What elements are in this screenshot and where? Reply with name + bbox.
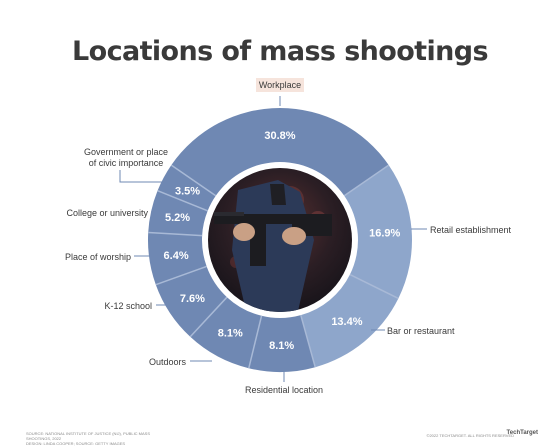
source-note: SOURCE: NATIONAL INSTITUTE OF JUSTICE (N… [26,431,176,446]
category-label-bar-or-restaurant: Bar or restaurant [387,326,455,336]
category-label-k-12-school: K-12 school [104,301,152,311]
slice-government-or-place-of-civic-importance [157,165,216,211]
slice-divider [343,164,390,197]
category-label-retail-establishment: Retail establishment [430,225,512,235]
techtarget-logo: TechTarget [506,430,538,436]
highlight-box [256,78,304,92]
value-label-government-or-place-of-civic-importance: 3.5% [175,185,200,197]
slice-divider [300,314,316,368]
slice-divider [170,164,217,197]
value-label-outdoors: 8.1% [218,327,243,339]
category-label-workplace: Workplace [259,80,301,90]
slice-divider [148,231,203,237]
design-credit-line: DESIGN: LINDA COOPER; SOURCE: GETTY IMAG… [26,441,126,446]
slice-retail-establishment [344,165,412,299]
rifle-photo [208,168,352,312]
chart-title: Locations of mass shootings [72,36,489,67]
slice-divider [248,315,263,369]
category-label-government-or-place-of-civic-importance: Government or place [84,147,168,157]
value-label-bar-or-restaurant: 13.4% [331,316,362,328]
category-label-college-or-university: College or university [66,208,148,218]
value-label-retail-establishment: 16.9% [369,227,400,239]
slice-divider [189,296,228,338]
source-line: SOURCE: NATIONAL INSTITUTE OF JUSTICE (N… [26,431,151,441]
slice-bar-or-restaurant [300,274,399,368]
copyright-note: ©2022 TECHTARGET. ALL RIGHTS RESERVED [426,433,515,438]
category-label-government-or-place-of-civic-importance: of civic importance [89,158,164,168]
slice-residential-location [248,315,316,372]
leader-line [119,170,168,183]
slice-outdoors [190,297,262,369]
category-label-residential-location: Residential location [245,385,323,395]
value-label-place-of-worship: 6.4% [164,250,189,262]
slice-divider [155,265,207,286]
value-label-k-12-school: 7.6% [180,293,205,305]
slice-workplace [171,107,389,196]
value-label-workplace: 30.8% [264,130,295,142]
category-label-place-of-worship: Place of worship [65,252,131,262]
slice-college-or-university [148,190,208,236]
category-label-outdoors: Outdoors [149,357,187,367]
slice-divider [157,189,208,212]
slice-divider [349,273,399,300]
value-label-college-or-university: 5.2% [165,212,190,224]
value-label-residential-location: 8.1% [269,340,294,352]
slice-k-12-school [155,266,227,337]
